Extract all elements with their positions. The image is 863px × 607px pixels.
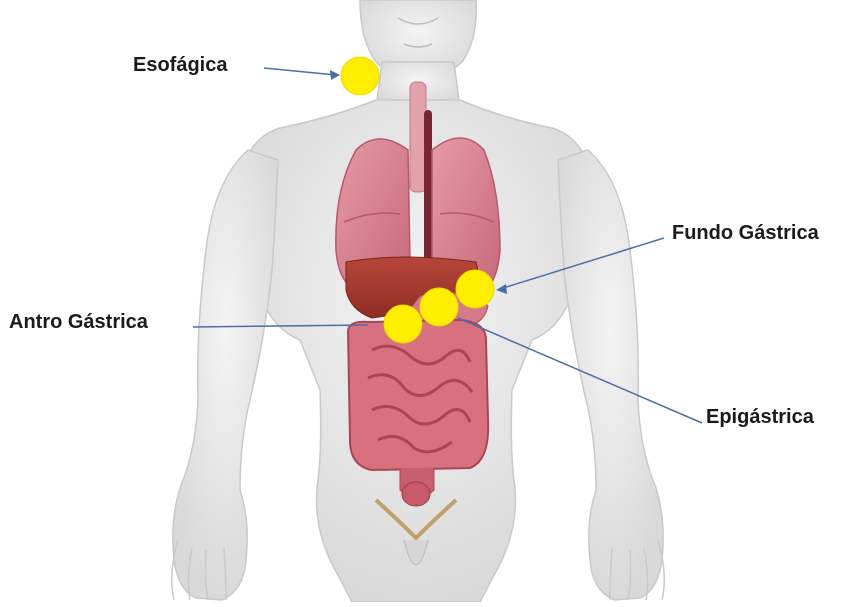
marker-epigastrica (420, 288, 458, 326)
pointer-esofagica (264, 68, 336, 75)
arrowhead-esofagica (330, 70, 340, 80)
label-antro-gastrica: Antro Gástrica (9, 311, 148, 334)
label-epigastrica: Epigástrica (706, 406, 814, 429)
label-fundo-gastrica: Fundo Gástrica (672, 222, 819, 245)
label-esofagica: Esofágica (133, 54, 227, 77)
marker-esofagica (341, 57, 379, 95)
marker-antro (384, 305, 422, 343)
marker-fundo (456, 270, 494, 308)
